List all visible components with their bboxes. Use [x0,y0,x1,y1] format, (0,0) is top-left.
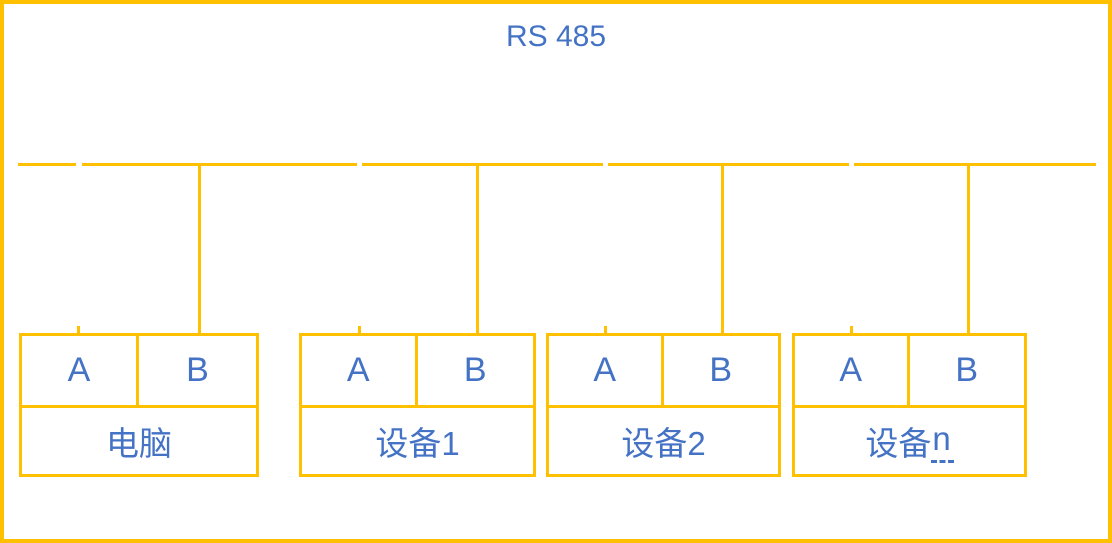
drop-line-device2 [721,164,724,335]
device-name-label: 设备1 [375,425,460,462]
bus-line-segment [362,163,603,166]
drop-line-computer [198,164,201,335]
device-box-computer: A B 电脑 [19,333,259,477]
drop-line-devicen [967,164,970,335]
a-tap-stub [358,326,361,335]
bus-line-segment [608,163,849,166]
drop-line-device1 [476,164,479,335]
terminal-a-label: A [549,336,664,405]
a-tap-stub [77,326,80,335]
device-box-device2: A B 设备2 [546,333,781,477]
terminal-b-label: B [709,351,733,389]
terminal-row: A B [795,336,1024,408]
bus-title: RS 485 [505,20,607,53]
terminal-row: A B [22,336,256,408]
terminal-a-label: A [22,336,139,405]
device-name-label: 设备2 [621,425,706,462]
bus-line-segment [18,163,76,166]
terminal-b-label: B [463,351,487,389]
bus-line-segment [854,163,1096,166]
terminal-row: A B [549,336,778,408]
terminal-a-label: A [795,336,910,405]
a-tap-stub [604,326,607,335]
terminal-a-label: A [302,336,418,405]
device-box-device1: A B 设备1 [299,333,536,477]
bus-line-segment [82,163,357,166]
device-name-label: 电脑 [106,425,172,462]
terminal-b-label: B [955,351,979,389]
terminal-b-label: B [186,351,209,389]
device-name-base: 设备 [865,425,932,462]
terminal-row: A B [302,336,533,408]
device-name-suffix: n [931,420,954,463]
a-tap-stub [850,326,853,335]
